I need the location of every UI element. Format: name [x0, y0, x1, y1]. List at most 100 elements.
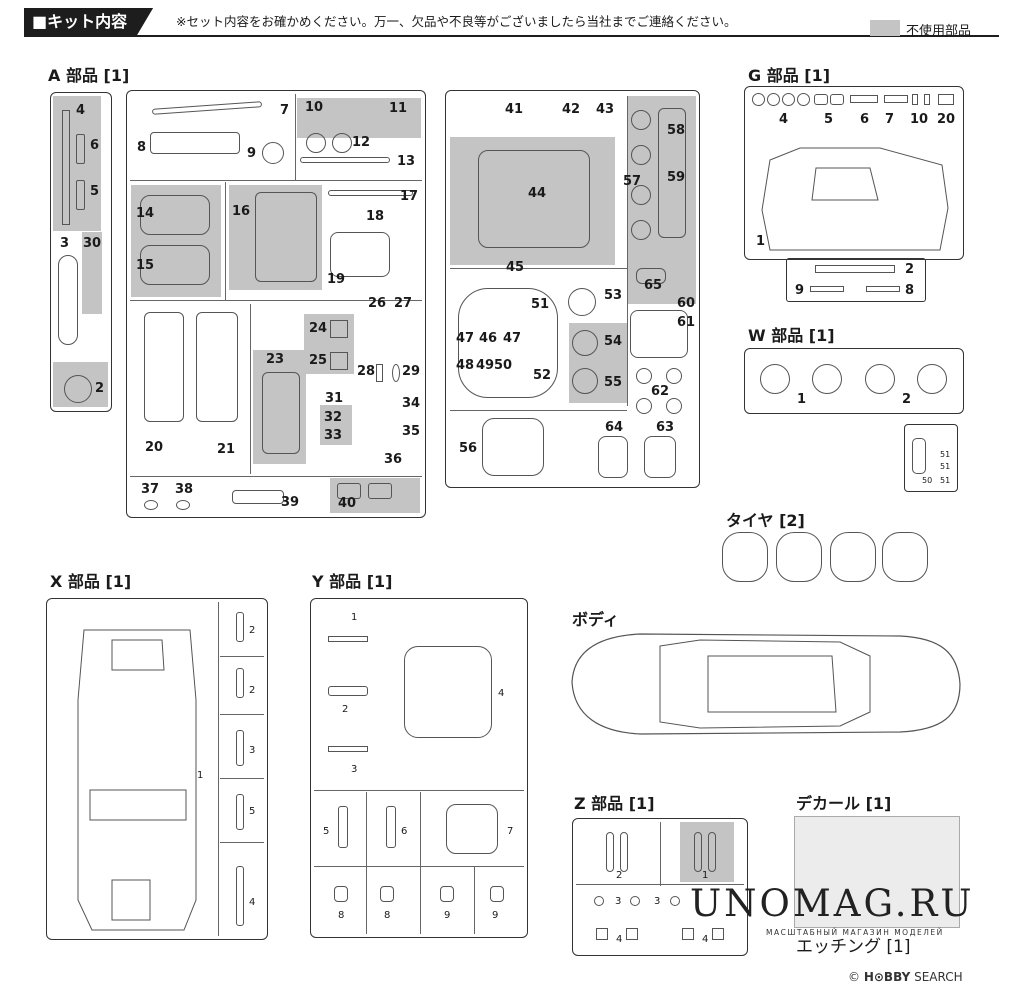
part-shape: [568, 288, 596, 316]
unused-part-area: [229, 185, 322, 290]
part-number: 60: [677, 296, 696, 311]
part-number: 8: [338, 910, 345, 921]
part-shape: [62, 110, 70, 225]
part-number: 15: [136, 258, 155, 273]
part-number: 54: [604, 334, 623, 349]
part-shape: [306, 133, 326, 153]
part-shape: [866, 286, 900, 292]
part-shape: [631, 145, 651, 165]
part-number: 59: [667, 170, 686, 185]
part-shape: [236, 612, 244, 642]
section-title-a: A 部品 [1]: [48, 66, 130, 85]
part-shape: [255, 192, 317, 282]
part-number: 50: [494, 358, 513, 373]
unused-part-area: [82, 232, 102, 314]
part-shape: [386, 806, 396, 848]
legend-swatch: [870, 20, 900, 36]
check-contents-note: ※セット内容をお確かめください。万一、欠品や不良等がございましたら当社までご連絡…: [176, 14, 737, 29]
part-number: 35: [402, 424, 421, 439]
part-number: 9: [247, 146, 257, 161]
part-number: 5: [249, 806, 256, 817]
part-number: 2: [95, 381, 105, 396]
part-shape: [917, 364, 947, 394]
part-number: 7: [280, 103, 290, 118]
part-shape: [594, 896, 604, 906]
part-number: 3: [615, 896, 622, 907]
part-shape: [631, 185, 651, 205]
part-number: 29: [402, 364, 421, 379]
part-number: 63: [656, 420, 675, 435]
section-title-etching: エッチング [1]: [796, 937, 911, 957]
sprue-z-frame: [572, 818, 748, 956]
part-shape: [636, 268, 666, 284]
part-number: 34: [402, 396, 421, 411]
decal-sheet: [794, 816, 960, 928]
unused-part-area: [680, 822, 734, 882]
part-number: 52: [533, 368, 552, 383]
part-number: 37: [141, 482, 160, 497]
part-shape: [630, 310, 688, 358]
section-title-body: ボディ: [572, 610, 619, 629]
part-number: 32: [324, 410, 343, 425]
part-shape: [630, 896, 640, 906]
part-number: 57: [623, 174, 642, 189]
part-number: 16: [232, 204, 251, 219]
unused-part-area: [253, 350, 306, 464]
page-title: ■キット内容: [24, 8, 153, 35]
unused-part-area: [304, 314, 354, 374]
part-number: 20: [937, 112, 956, 127]
part-number: 65: [644, 278, 663, 293]
part-shape: [694, 832, 702, 872]
part-shape: [236, 668, 244, 698]
unused-part-area: [297, 98, 421, 138]
unused-part-area: [320, 405, 352, 445]
section-title-y: Y 部品 [1]: [312, 572, 393, 591]
part-number: 2: [249, 625, 256, 636]
sprue-a-narrow-frame: [50, 92, 112, 412]
part-number: 3: [60, 236, 70, 251]
part-number: 47: [456, 331, 475, 346]
part-number: 18: [366, 209, 385, 224]
part-shape: [620, 832, 628, 872]
part-number: 43: [596, 102, 615, 117]
part-number: 3: [654, 896, 661, 907]
part-number: 48: [456, 358, 475, 373]
part-number: 61: [677, 315, 696, 330]
part-shape: [666, 398, 682, 414]
part-number: 1: [797, 392, 807, 407]
part-number: 62: [651, 384, 670, 399]
part-number: 40: [338, 496, 357, 511]
section-title-decal: デカール [1]: [796, 794, 892, 813]
part-shape: [912, 438, 926, 474]
part-number: 4: [249, 897, 256, 908]
legend-label: 不使用部品: [906, 24, 972, 39]
part-shape: [64, 375, 92, 403]
part-shape: [262, 372, 300, 454]
part-shape: [330, 320, 348, 338]
part-number: 50: [922, 476, 933, 485]
part-shape: [812, 364, 842, 394]
part-number: 4: [616, 934, 623, 945]
part-number: 45: [506, 260, 525, 275]
part-number: 7: [507, 826, 514, 837]
part-shape: [196, 312, 238, 422]
part-shape: [482, 418, 544, 476]
section-title-w: W 部品 [1]: [748, 326, 835, 345]
part-number: 44: [528, 186, 547, 201]
part-shape: [666, 368, 682, 384]
part-shape: [598, 436, 628, 478]
part-number: 51: [940, 462, 951, 471]
part-number: 51: [940, 450, 951, 459]
part-number: 21: [217, 442, 236, 457]
part-shape: [328, 190, 413, 196]
part-number: 12: [352, 135, 371, 150]
part-shape: [76, 180, 85, 210]
part-shape: [446, 804, 498, 854]
part-shape: [636, 398, 652, 414]
part-number: 55: [604, 375, 623, 390]
sprue-w-frame: [744, 348, 964, 414]
part-shape: [644, 436, 676, 478]
part-number: 5: [323, 826, 330, 837]
